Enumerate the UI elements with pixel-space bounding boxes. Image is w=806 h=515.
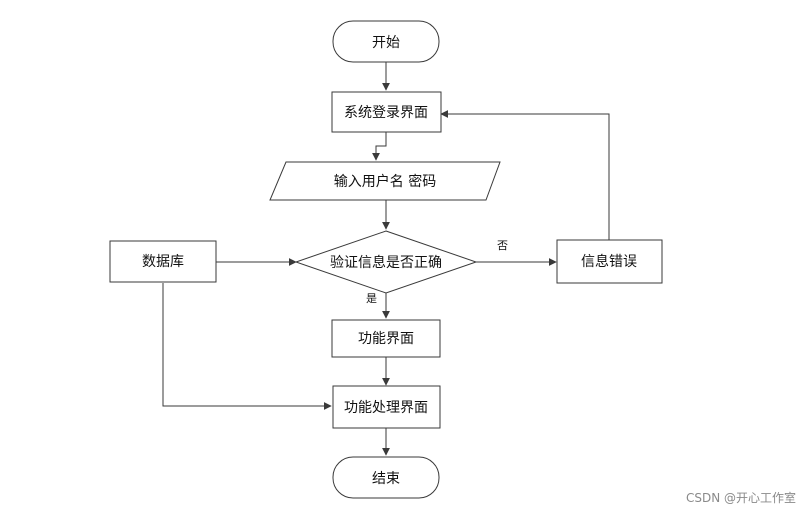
edge-database-process (162, 283, 332, 410)
edge-label-no: 否 (497, 239, 508, 252)
edge-error-login (440, 110, 610, 240)
process-label: 功能处理界面 (344, 400, 428, 416)
end-node: 结束 (332, 456, 440, 499)
function-label: 功能界面 (358, 331, 414, 347)
end-label: 结束 (372, 471, 400, 487)
error-node: 信息错误 (556, 239, 663, 284)
edge-login-input (372, 132, 387, 161)
input-node: 输入用户名 密码 (269, 161, 501, 201)
function-node: 功能界面 (331, 319, 441, 358)
verify-node: 验证信息是否正确 (294, 230, 478, 294)
edge-label-yes: 是 (366, 292, 377, 305)
edges (162, 62, 610, 456)
start-node: 开始 (332, 20, 440, 63)
error-label: 信息错误 (581, 253, 637, 270)
start-label: 开始 (372, 35, 400, 51)
verify-label: 验证信息是否正确 (330, 254, 442, 271)
watermark: CSDN @开心工作室 (686, 490, 796, 505)
process-node: 功能处理界面 (332, 385, 441, 429)
database-node: 数据库 (109, 240, 217, 283)
login-label: 系统登录界面 (344, 105, 428, 121)
login-node: 系统登录界面 (331, 91, 442, 133)
input-label: 输入用户名 密码 (334, 173, 436, 190)
database-label: 数据库 (142, 254, 184, 270)
